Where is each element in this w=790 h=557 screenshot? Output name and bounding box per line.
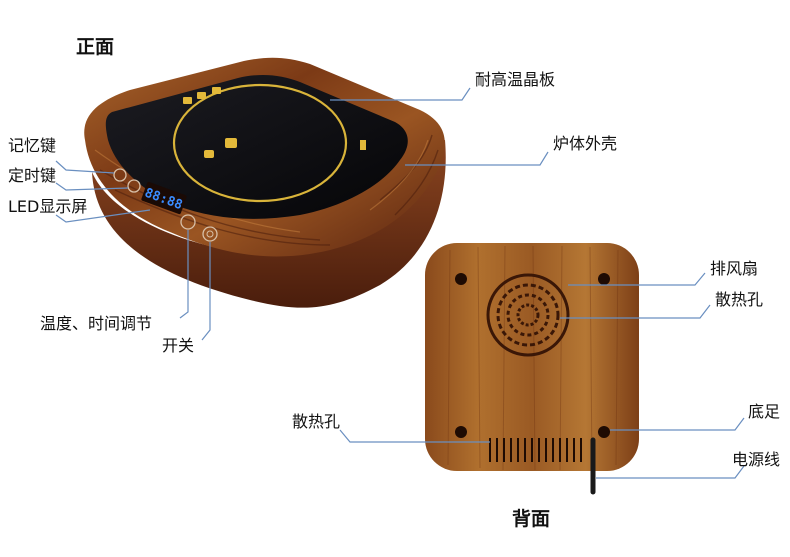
- led-display-bezel: [141, 181, 187, 215]
- leader-exhaust-fan: [568, 272, 706, 286]
- back-view-title: 背面: [512, 508, 551, 530]
- power-icon: [206, 230, 214, 238]
- exhaust-fan-grille: [486, 273, 570, 357]
- heating-ring: [172, 83, 348, 203]
- back-wood-grain: [447, 245, 619, 471]
- label-temp-time-adjust: 温度、时间调节: [40, 314, 153, 333]
- memory-key-button[interactable]: [113, 168, 127, 182]
- label-memory-key: 记忆键: [8, 136, 57, 155]
- bottom-vent-slots: [489, 438, 582, 462]
- label-power-switch: 开关: [162, 336, 195, 355]
- leader-housing: [405, 151, 549, 166]
- temp-time-adjust-button[interactable]: [180, 214, 196, 230]
- back-foot-top-left: [455, 273, 467, 285]
- label-feet: 底足: [748, 402, 781, 421]
- leader-vent-holes-top: [560, 304, 711, 319]
- back-foot-bottom-left: [455, 426, 467, 438]
- label-vent-holes-top: 散热孔: [715, 290, 764, 309]
- leader-glass-panel: [330, 87, 471, 101]
- leader-power-cord: [596, 465, 745, 479]
- front-view-cooker: 88:88: [84, 57, 446, 308]
- label-housing: 炉体外壳: [553, 134, 618, 153]
- front-view-title: 正面: [76, 36, 115, 58]
- leader-lines: [55, 87, 745, 479]
- back-wood-body: [425, 243, 639, 471]
- label-timer-key: 定时键: [8, 166, 57, 185]
- label-glass-panel: 耐高温晶板: [475, 70, 556, 89]
- leader-feet: [610, 417, 745, 431]
- back-foot-bottom-right: [598, 426, 610, 438]
- label-power-cord: 电源线: [732, 450, 781, 469]
- leader-timer-key: [55, 182, 129, 191]
- glass-icons: [183, 87, 366, 158]
- leader-temp-time-adjust: [179, 230, 189, 319]
- label-exhaust-fan: 排风扇: [710, 259, 759, 278]
- back-foot-top-right: [598, 273, 610, 285]
- leader-power-switch: [201, 242, 211, 341]
- cooker-base-side: [92, 140, 446, 308]
- back-view-cooker: [425, 243, 639, 495]
- label-vent-holes-bottom: 散热孔: [292, 412, 341, 431]
- label-led-display: LED显示屏: [8, 197, 88, 216]
- leader-led-display: [55, 209, 151, 223]
- power-switch-button[interactable]: [202, 226, 218, 242]
- leader-memory-key: [55, 160, 115, 174]
- leader-vent-holes-bottom: [339, 429, 490, 443]
- timer-key-button[interactable]: [127, 179, 141, 193]
- wood-grain: [99, 134, 439, 246]
